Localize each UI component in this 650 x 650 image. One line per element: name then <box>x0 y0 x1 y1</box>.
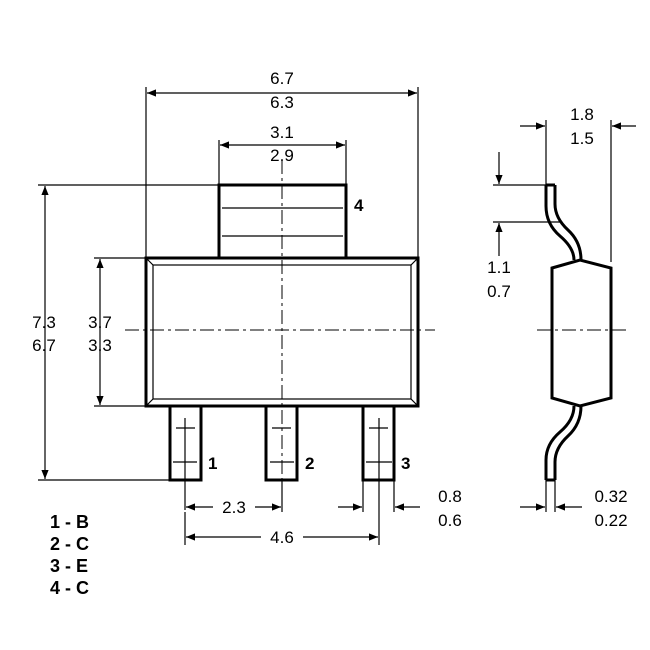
body-width-max: 6.7 <box>270 69 294 88</box>
standoff-min: 0.7 <box>487 282 511 301</box>
overall-length-min: 6.7 <box>32 336 56 355</box>
overall-length-max: 7.3 <box>32 313 56 332</box>
lead-thickness-min: 0.22 <box>594 511 627 530</box>
side-lead-lower <box>544 405 576 480</box>
pin-label-3: 3 <box>401 454 410 473</box>
legend-line-1: 1 - B <box>50 512 89 532</box>
body-length-max: 3.7 <box>88 313 112 332</box>
side-body <box>550 258 613 408</box>
pin-label-4: 4 <box>354 196 364 215</box>
pin-legend: 1 - B 2 - C 3 - E 4 - C <box>50 512 89 598</box>
standoff-max: 1.1 <box>487 258 511 277</box>
legend-line-2: 2 - C <box>50 534 89 554</box>
top-view: 4 1 2 3 6.7 6.3 3.1 2.9 7.3 6.7 3.7 3.3 … <box>32 69 462 548</box>
body-width-min: 6.3 <box>270 93 294 112</box>
tab-width-min: 2.9 <box>270 146 294 165</box>
height-min: 1.5 <box>570 129 594 148</box>
outer-pin-span-value: 4.6 <box>270 528 294 547</box>
pin-pitch-value: 2.3 <box>222 498 246 517</box>
legend-line-4: 4 - C <box>50 578 89 598</box>
pin-width-min: 0.6 <box>438 511 462 530</box>
pin-label-1: 1 <box>208 454 217 473</box>
pin-width-max: 0.8 <box>438 487 462 506</box>
tab-width-max: 3.1 <box>270 123 294 142</box>
height-max: 1.8 <box>570 105 594 124</box>
legend-line-3: 3 - E <box>50 556 88 576</box>
lead-thickness-max: 0.32 <box>594 487 627 506</box>
pin-label-2: 2 <box>305 454 314 473</box>
side-view: 1.8 1.5 1.1 0.7 0.32 0.22 <box>487 105 636 530</box>
side-lead-upper <box>544 185 576 261</box>
body-length-min: 3.3 <box>88 336 112 355</box>
